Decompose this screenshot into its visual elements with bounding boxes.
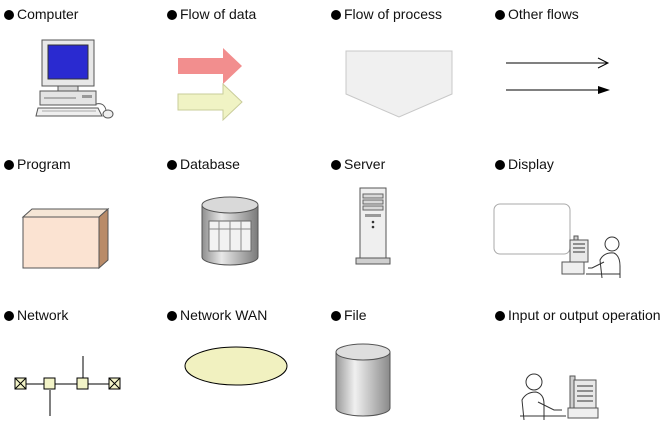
- bullet-icon: [4, 10, 14, 20]
- other-flows-arrows-icon: [506, 57, 610, 94]
- bullet-icon: [495, 160, 505, 170]
- bullet-icon: [495, 10, 505, 20]
- file-cylinder-icon: [335, 343, 391, 417]
- server-icon: [355, 187, 391, 265]
- program-box-icon: [21, 207, 110, 270]
- bullet-icon: [4, 160, 14, 170]
- bullet-icon: [331, 311, 341, 321]
- legend-database-label: Database: [167, 156, 240, 172]
- network-wan-ellipse-icon: [184, 346, 288, 386]
- legend-server-label: Server: [331, 156, 385, 172]
- bullet-icon: [331, 10, 341, 20]
- legend-file-label: File: [331, 307, 367, 323]
- bullet-icon: [167, 160, 177, 170]
- data-flow-arrow-icon: [177, 48, 243, 122]
- bullet-icon: [495, 311, 505, 321]
- legend-computer-label: Computer: [4, 6, 78, 22]
- legend-other-flows-label: Other flows: [495, 6, 579, 22]
- legend-flow-of-data-label: Flow of data: [167, 6, 256, 22]
- process-flow-shape-icon: [345, 50, 453, 118]
- bullet-icon: [331, 160, 341, 170]
- io-operation-person-icon: [520, 373, 599, 421]
- network-icon: [14, 356, 121, 416]
- bullet-icon: [4, 311, 14, 321]
- legend-io-operation-label: Input or output operation: [495, 307, 661, 323]
- bullet-icon: [167, 10, 177, 20]
- legend-flow-of-process-label: Flow of process: [331, 6, 442, 22]
- database-icon: [201, 196, 259, 266]
- legend-display-label: Display: [495, 156, 554, 172]
- legend-network-label: Network: [4, 307, 68, 323]
- legend-program-label: Program: [4, 156, 71, 172]
- legend-network-wan-label: Network WAN: [167, 307, 267, 323]
- computer-icon: [35, 39, 114, 119]
- bullet-icon: [167, 311, 177, 321]
- display-icon: [493, 203, 621, 279]
